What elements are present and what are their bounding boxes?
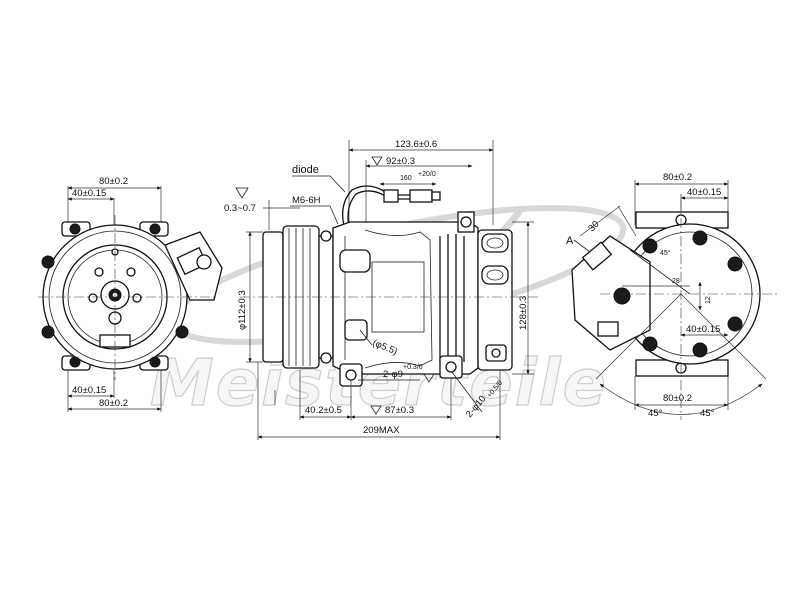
- side-dim-402: 40.2±0.5: [305, 405, 342, 416]
- side-dim-87: 87±0.3: [385, 405, 414, 416]
- right-dim-bottom-outer: 80±0.2: [663, 393, 692, 404]
- side-dim-209max: 209MAX: [363, 425, 400, 436]
- side-view: 123.6±0.6 92±0.3 160 +20/0 diode 0.3~0.7…: [224, 139, 540, 440]
- right-dim-top-outer: 80±0.2: [663, 172, 692, 183]
- side-dim-2-holes-9: 2-φ9: [383, 369, 403, 380]
- left-dim-bottom-outer: 80±0.2: [99, 398, 128, 409]
- side-dim-92: 92±0.3: [386, 156, 415, 167]
- side-dim-2-holes-9-tol: +0.3/0: [403, 364, 423, 371]
- right-rear-view: 80±0.2 40±0.15 A 30 45° 28: [566, 172, 780, 420]
- side-dim-gap: 0.3~0.7: [224, 203, 256, 214]
- right-dim-28: 28: [672, 278, 680, 285]
- right-dim-top-inner: 40±0.15: [687, 187, 721, 198]
- left-dim-top-inner: 40±0.15: [72, 188, 106, 199]
- right-dim-12: 12: [705, 296, 712, 304]
- thread-label: M6-6H: [292, 195, 321, 206]
- side-dim-160-tol: +20/0: [418, 171, 436, 178]
- label-a: A: [566, 235, 574, 247]
- side-dim-pulley-diameter: φ112±0.3: [237, 290, 248, 330]
- left-front-view: 80±0.2 40±0.15: [38, 176, 223, 412]
- right-dim-45-small: 45°: [660, 249, 671, 257]
- right-angle-left: 45°: [648, 408, 663, 419]
- left-dim-bottom-inner: 40±0.15: [72, 385, 106, 396]
- side-dim-160: 160: [400, 175, 412, 182]
- left-dim-top-outer: 80±0.2: [99, 176, 128, 187]
- side-dim-128: 128±0.3: [518, 296, 529, 330]
- side-dim-overall-length: 123.6±0.6: [395, 139, 437, 150]
- right-angle-right: 45°: [700, 408, 715, 419]
- right-dim-inner-right: 40±0.15: [686, 324, 720, 335]
- diode-label: diode: [292, 164, 319, 176]
